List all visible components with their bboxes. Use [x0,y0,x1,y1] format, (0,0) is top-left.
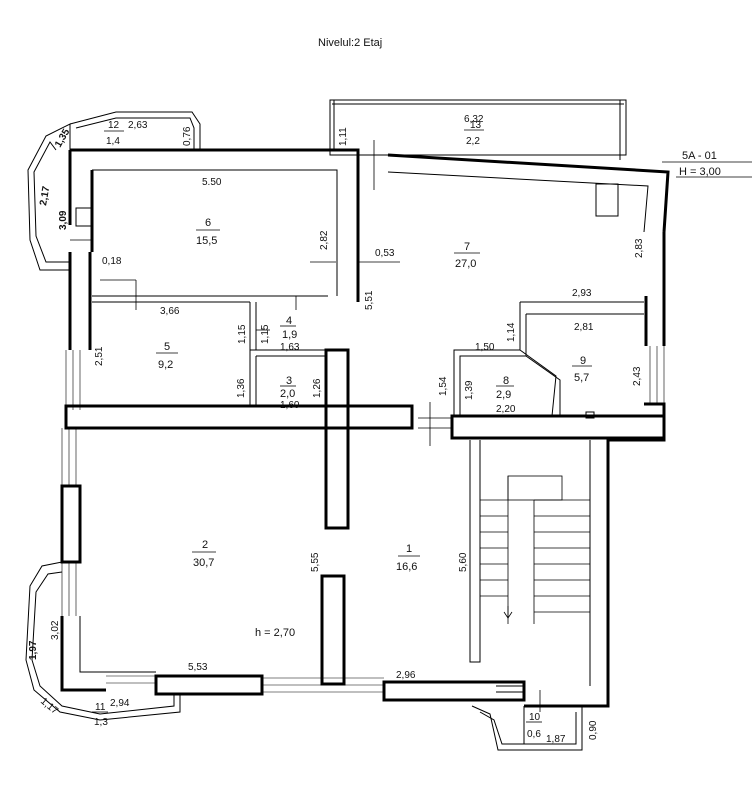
dim-1-97: 1,97 [28,640,39,660]
dim-5-60: 5,60 [458,552,469,572]
room-8-area: 2,9 [496,389,511,401]
room-4-number: 4 [286,315,292,327]
room-9-label: 9 5,7 [572,355,592,384]
dim-1-50: 1,50 [475,342,495,353]
room-13-number: 13 [470,120,482,131]
room-10-label: 10 0,6 [526,712,542,740]
dim-1-54: 1,54 [438,376,449,396]
room-5-number: 5 [164,341,170,353]
room-2-label: 2 30,7 [192,539,216,569]
dim-1-39: 1,39 [464,380,475,400]
dim-1-63: 1,63 [280,342,300,353]
room-4-label: 4 1,9 [280,315,297,341]
dim-5-55: 5,55 [310,552,321,572]
dim-2-82: 2,82 [319,230,330,250]
room-13-area: 2,2 [466,136,480,147]
dim-1-17: 1,17 [38,696,60,717]
room-12-label: 12 1,4 [104,120,124,147]
room-11-number: 11 [95,702,106,713]
dim-2-81: 2,81 [574,322,594,333]
room-3-area: 2,0 [280,388,295,400]
dim-2-51: 2,51 [94,346,105,366]
room-5-label: 5 9,2 [156,341,178,371]
stamp: 5A - 01 H = 3,00 [662,150,752,178]
stamp-height: H = 3,00 [679,166,721,178]
room-7-number: 7 [464,241,470,253]
room-12-area: 1,4 [106,136,120,147]
dim-1-26: 1,26 [312,378,323,398]
dim-2-20: 2,20 [496,404,516,415]
room-8-label: 8 2,9 [496,375,514,401]
dim-0-18: 0,18 [102,256,122,267]
room-4-area: 1,9 [282,329,297,341]
room-2-area: 30,7 [193,557,214,569]
room-1-label: 1 16,6 [396,543,420,573]
room-3-number: 3 [286,375,292,387]
dim-2-83: 2,83 [634,238,645,258]
dim-2-17: 2,17 [38,185,52,207]
dim-6-32: 6,32 [464,114,484,125]
room-13-label: 13 2,2 [464,120,484,147]
dim-1-87: 1,87 [546,734,566,745]
room-10-number: 10 [529,712,541,723]
dim-0-76: 0,76 [182,126,193,146]
room-11-label: 11 1,3 [92,702,108,728]
dim-0-53: 0,53 [375,248,395,259]
dimension-labels: 5.50 2,82 0,53 5,51 0,18 3,66 1,15 1,15 … [28,114,645,745]
dim-1-15-a: 1,15 [237,324,248,344]
room-8-number: 8 [503,375,509,387]
dimension-lines [70,140,541,712]
room-3-label: 3 2,0 [280,375,296,400]
dim-2-63: 2,63 [128,120,148,131]
plan-title: Nivelul:2 Etaj [318,37,382,49]
dim-1-11: 1,11 [338,127,349,146]
room-1-number: 1 [406,543,412,555]
room-11-area: 1,3 [94,717,108,728]
dim-3-02: 3,02 [50,620,61,640]
room-labels: 1 16,6 2 30,7 3 2,0 4 1,9 5 9,2 6 15,5 [92,120,592,740]
dim-2-93: 2,93 [572,288,592,299]
dim-5-50: 5.50 [202,177,222,188]
room-9-area: 5,7 [574,372,589,384]
bays [25,99,627,751]
room-2-number: 2 [202,539,208,551]
stair-steps [480,499,590,619]
dim-5-53: 5,53 [188,662,208,673]
room-7-area: 27,0 [455,258,476,270]
room-1-area: 16,6 [396,561,417,573]
ceiling-height-note: h = 2,70 [255,627,295,639]
room-6-number: 6 [205,217,211,229]
dim-2-96: 2,96 [396,670,416,681]
dim-2-94: 2,94 [110,698,130,709]
dim-1-14: 1,14 [506,322,517,342]
dim-1-15-b: 1,15 [260,324,271,344]
dim-1-60: 1,60 [280,400,300,411]
room-10-area: 0,6 [527,729,541,740]
room-6-area: 15,5 [196,235,217,247]
dim-3-09: 3,09 [58,210,69,230]
interior-walls [64,183,666,686]
room-7-label: 7 27,0 [454,241,480,270]
room-9-number: 9 [580,355,586,367]
room-6-label: 6 15,5 [196,217,220,247]
dim-2-43: 2,43 [632,366,643,386]
room-12-number: 12 [108,120,120,131]
dim-1-36: 1,36 [236,378,247,398]
dim-3-66: 3,66 [160,306,180,317]
dim-5-51: 5,51 [364,290,375,310]
stamp-code: 5A - 01 [682,150,717,162]
outer-walls [60,148,670,708]
dim-0-90: 0,90 [588,720,599,740]
room-5-area: 9,2 [158,359,173,371]
